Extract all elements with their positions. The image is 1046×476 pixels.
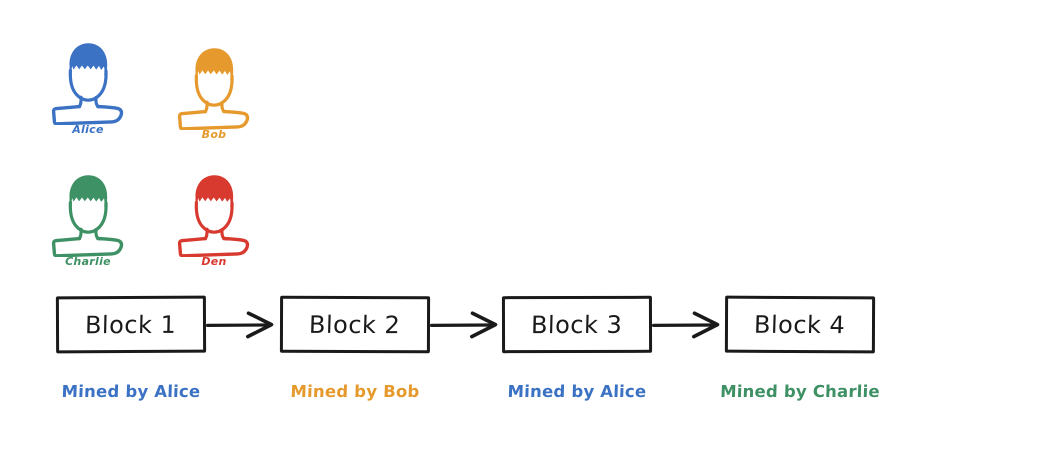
person-icon: [42, 33, 134, 126]
participant-label: Charlie: [65, 255, 111, 268]
participant-label: Bob: [201, 128, 227, 141]
block-label: Block 3: [531, 310, 623, 339]
participant-label: Alice: [72, 123, 104, 136]
person-icon: [168, 38, 260, 131]
block-caption: Mined by Charlie: [719, 382, 881, 401]
participant-alice: Alice: [42, 33, 134, 136]
block-box[interactable]: Block 4: [724, 295, 876, 354]
arrow-right-icon: [429, 308, 506, 342]
person-icon: [42, 165, 134, 258]
block-3[interactable]: Block 3 Mined by Alice: [501, 295, 653, 401]
block-caption: Mined by Alice: [61, 382, 201, 401]
arrow-right-icon: [651, 308, 728, 342]
block-box[interactable]: Block 3: [501, 295, 653, 354]
participant-label: Den: [201, 255, 227, 268]
participant-charlie: Charlie: [42, 165, 134, 268]
block-label: Block 4: [753, 310, 847, 339]
block-1[interactable]: Block 1 Mined by Alice: [55, 295, 207, 401]
participant-bob: Bob: [168, 38, 260, 141]
block-caption: Mined by Bob: [290, 382, 420, 401]
block-2[interactable]: Block 2 Mined by Bob: [279, 295, 431, 401]
block-label: Block 1: [85, 310, 177, 339]
block-caption: Mined by Alice: [507, 382, 647, 401]
blockchain-group: Block 1 Mined by Alice Block 2 Mined by Bob…: [0, 295, 1046, 426]
block-4[interactable]: Block 4 Mined by Charlie: [720, 295, 880, 401]
block-box[interactable]: Block 2: [279, 295, 431, 354]
arrow-right-icon: [205, 308, 282, 342]
person-icon: [168, 165, 260, 258]
block-label: Block 2: [308, 310, 402, 339]
participant-den: Den: [168, 165, 260, 268]
block-box[interactable]: Block 1: [55, 295, 207, 354]
